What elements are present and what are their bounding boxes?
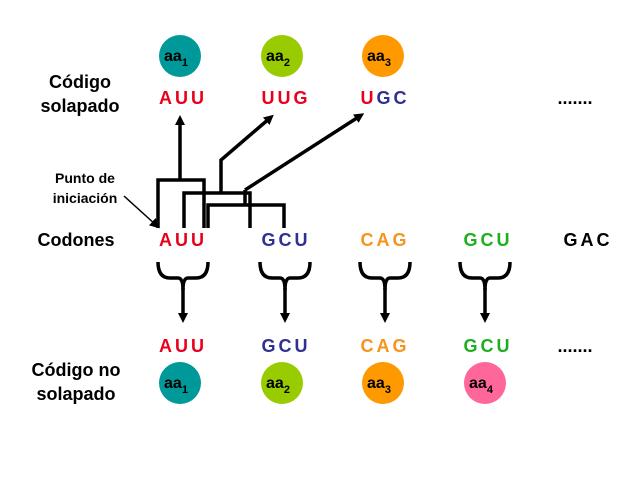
top-aa-2: aa2 xyxy=(261,35,303,77)
bottom-aa-3: aa3 xyxy=(362,362,404,404)
sequence-codon-1: AUU xyxy=(159,230,207,250)
overlap-codon-3-u: U xyxy=(361,88,377,108)
bottom-aa-3-circle xyxy=(362,362,404,404)
bottom-aa-4-circle xyxy=(464,362,506,404)
top-aa-3: aa3 xyxy=(362,35,404,77)
nonoverlap-brace-1 xyxy=(156,261,210,323)
sequence-codon-5: GAC xyxy=(564,230,613,250)
bottom-aa-2-label: aa2 xyxy=(266,375,290,396)
overlap-bracket-1 xyxy=(156,170,206,228)
start-point-label-line2: iniciación xyxy=(53,190,118,206)
nonoverlapping-label-line1: Código no xyxy=(32,360,121,380)
bottom-aa-1: aa1 xyxy=(159,362,201,404)
sequence-codon-4: GCU xyxy=(464,230,513,250)
bottom-aa-2: aa2 xyxy=(261,362,303,404)
overlap-codon-1: AUU xyxy=(159,88,207,108)
nonoverlap-codon-2: GCU xyxy=(262,336,311,356)
overlap-bracket-2 xyxy=(182,183,252,228)
top-aa-1-label: aa1 xyxy=(164,48,188,69)
bottom-aa-3-label: aa3 xyxy=(367,375,391,396)
nonoverlap-ellipsis: ....... xyxy=(557,336,592,356)
overlap-codon-3: UGC xyxy=(361,88,410,108)
overlap-arrow-2 xyxy=(219,114,274,183)
bottom-aa-1-label: aa1 xyxy=(164,375,188,396)
nonoverlap-brace-3 xyxy=(358,261,412,323)
codons-label: Codones xyxy=(37,230,114,250)
nonoverlap-brace-2 xyxy=(258,261,312,323)
top-aa-1: aa1 xyxy=(159,35,201,77)
top-aa-2-label: aa2 xyxy=(266,48,290,69)
overlap-arrow-3 xyxy=(244,113,365,192)
top-aa-3-label: aa3 xyxy=(367,48,391,69)
sequence-codon-2: GCU xyxy=(262,230,311,250)
overlapping-label-line2: solapado xyxy=(40,96,119,116)
start-point-pointer xyxy=(123,195,160,229)
sequence-codon-3: CAG xyxy=(361,230,410,250)
bottom-aa-4: aa4 xyxy=(464,362,506,404)
start-point-label-line1: Punto de xyxy=(55,170,115,186)
nonoverlap-codon-3: CAG xyxy=(361,336,410,356)
bottom-aa-4-label: aa4 xyxy=(469,375,494,396)
top-aa-1-circle xyxy=(159,35,201,77)
overlap-ellipsis: ....... xyxy=(557,88,592,108)
bottom-aa-1-circle xyxy=(159,362,201,404)
bottom-aa-2-circle xyxy=(261,362,303,404)
nonoverlap-codon-1: AUU xyxy=(159,336,207,356)
overlap-bracket-3 xyxy=(206,190,286,228)
nonoverlap-codon-4: GCU xyxy=(464,336,513,356)
nonoverlap-brace-4 xyxy=(458,261,512,323)
nonoverlapping-label-line2: solapado xyxy=(36,384,115,404)
top-aa-2-circle xyxy=(261,35,303,77)
top-aa-3-circle xyxy=(362,35,404,77)
overlap-codon-3-gc: GC xyxy=(377,88,410,108)
overlapping-label-line1: Código xyxy=(49,72,111,92)
overlap-codon-2: UUG xyxy=(262,88,311,108)
